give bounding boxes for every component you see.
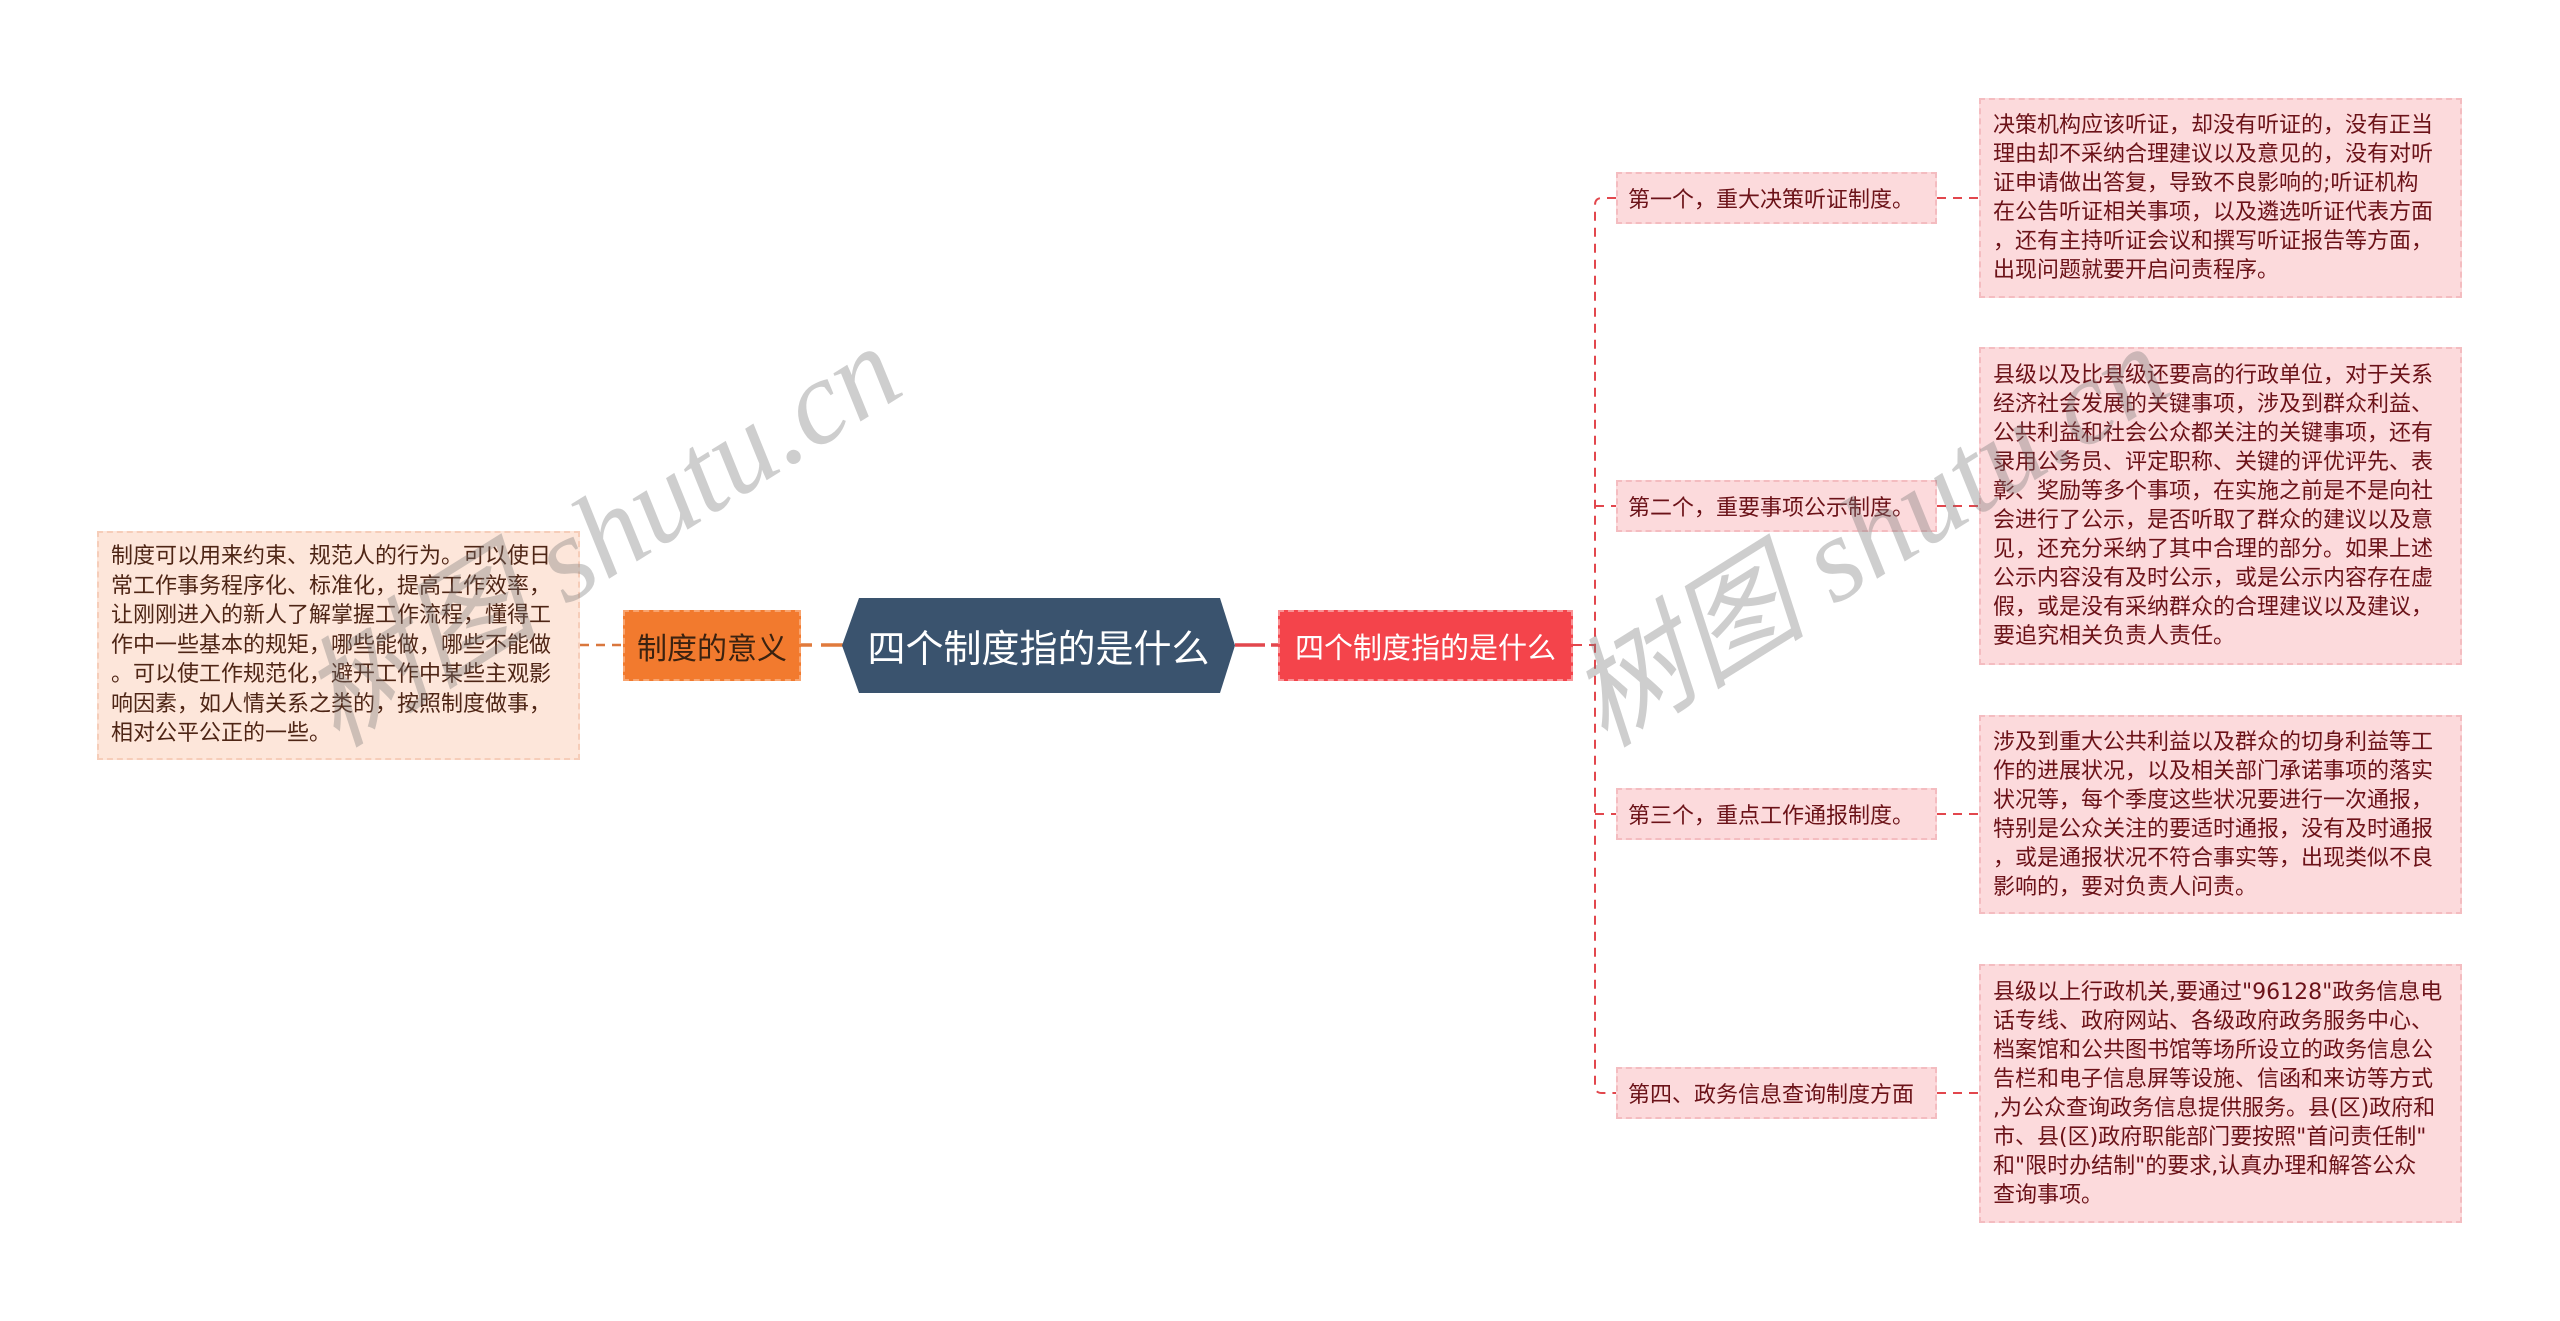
detail-topic-2[interactable]: 县级以及比县级还要高的行政单位，对于关系 经济社会发展的关键事项，涉及到群众利益… xyxy=(1979,347,2462,665)
left-branch-topic[interactable]: 制度的意义 xyxy=(623,610,801,681)
subtopic-3[interactable]: 第三个，重点工作通报制度。 xyxy=(1616,788,1937,840)
left-branch-label: 制度的意义 xyxy=(637,631,787,667)
root-topic[interactable]: 四个制度指的是什么 xyxy=(842,598,1235,693)
detail-text: 决策机构应该听证，却没有听证的，没有正当 理由却不采纳合理建议以及意见的，没有对… xyxy=(1993,113,2434,283)
detail-text: 县级以及比县级还要高的行政单位，对于关系 经济社会发展的关键事项，涉及到群众利益… xyxy=(1993,363,2434,649)
detail-text: 涉及到重大公共利益以及群众的切身利益等工 作的进展状况，以及相关部门承诺事项的落… xyxy=(1993,729,2434,900)
detail-topic-3[interactable]: 涉及到重大公共利益以及群众的切身利益等工 作的进展状况，以及相关部门承诺事项的落… xyxy=(1979,715,2462,914)
subtopic-label: 第四、政务信息查询制度方面 xyxy=(1628,1083,1915,1108)
right-branch-topic[interactable]: 四个制度指的是什么 xyxy=(1278,610,1573,681)
left-detail-text: 制度可以用来约束、规范人的行为。可以使日 常工作事务程序化、标准化，提高工作效率… xyxy=(111,544,552,747)
detail-text: 县级以上行政机关,要通过"96128"政务信息电 话专线、政府网站、各级政府政务… xyxy=(1993,979,2443,1208)
subtopic-label: 第三个，重点工作通报制度。 xyxy=(1628,804,1915,829)
detail-topic-4[interactable]: 县级以上行政机关,要通过"96128"政务信息电 话专线、政府网站、各级政府政务… xyxy=(1979,964,2462,1223)
root-label: 四个制度指的是什么 xyxy=(867,627,1210,671)
right-branch-label: 四个制度指的是什么 xyxy=(1294,630,1556,665)
subtopic-4[interactable]: 第四、政务信息查询制度方面 xyxy=(1616,1067,1937,1119)
subtopic-label: 第二个，重要事项公示制度。 xyxy=(1628,496,1915,521)
subtopic-1[interactable]: 第一个，重大决策听证制度。 xyxy=(1616,172,1937,224)
subtopic-2[interactable]: 第二个，重要事项公示制度。 xyxy=(1616,480,1937,532)
detail-topic-1[interactable]: 决策机构应该听证，却没有听证的，没有正当 理由却不采纳合理建议以及意见的，没有对… xyxy=(1979,98,2462,298)
subtopic-label: 第一个，重大决策听证制度。 xyxy=(1628,188,1915,213)
left-detail-topic[interactable]: 制度可以用来约束、规范人的行为。可以使日 常工作事务程序化、标准化，提高工作效率… xyxy=(97,531,580,760)
connector-spine xyxy=(1594,197,1616,1094)
